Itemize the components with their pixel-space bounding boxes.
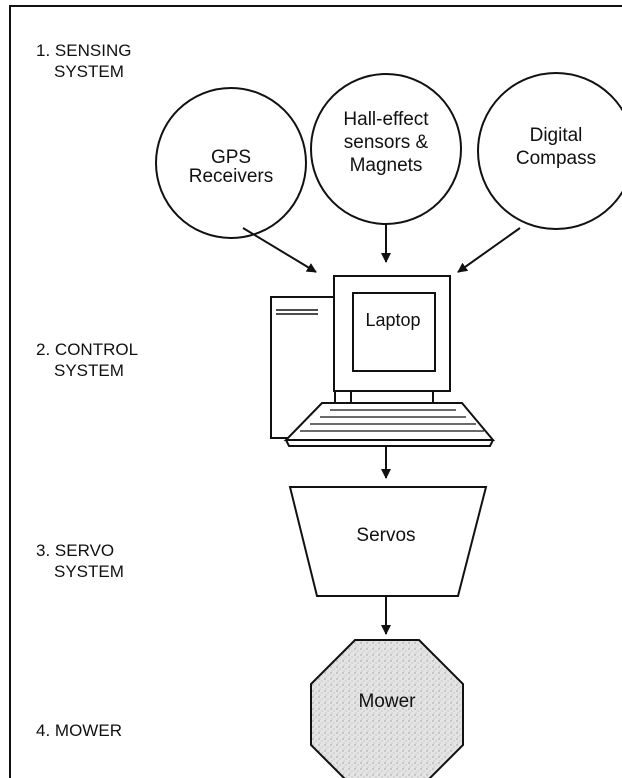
stage-title: CONTROL xyxy=(54,340,139,359)
sensor-label-line: Magnets xyxy=(350,155,423,176)
stage-label-control: 2. CONTROL SYSTEM xyxy=(36,339,138,381)
sensor-digital-compass: Digital Compass xyxy=(477,72,622,230)
mower-block: Mower xyxy=(310,639,464,778)
sensor-gps: GPS Receivers xyxy=(155,87,307,239)
stage-label-mower: 4. MOWER xyxy=(36,720,122,741)
sensor-label-line: Compass xyxy=(516,148,596,169)
keyboard xyxy=(283,402,496,441)
servos-block: Servos xyxy=(288,486,488,597)
stage-label-servo: 3. SERVO SYSTEM xyxy=(36,540,124,582)
monitor-stand xyxy=(350,390,434,404)
sensor-label-line: sensors & xyxy=(344,132,429,153)
stage-title: MOWER xyxy=(54,721,122,740)
laptop-computer: Laptop xyxy=(270,275,496,447)
stage-number: 2. xyxy=(36,340,51,359)
stage-title: SENSING xyxy=(54,41,132,60)
screen xyxy=(352,292,436,372)
sensor-label-line: Receivers xyxy=(189,166,273,187)
stage-title: SERVO xyxy=(54,541,115,560)
arrow-compass-to-laptop xyxy=(457,227,521,273)
sensor-label-line: GPS xyxy=(211,147,251,168)
sensor-label-line: Hall-effect xyxy=(343,109,429,130)
stage-number: 3. xyxy=(36,541,51,560)
mower-label: Mower xyxy=(358,691,416,712)
arrow-gps-to-laptop xyxy=(242,227,317,273)
stage-label-sensing: 1. SENSING SYSTEM xyxy=(36,40,131,82)
servos-label: Servos xyxy=(356,525,415,546)
laptop-label: Laptop xyxy=(365,310,420,330)
stage-number: 1. xyxy=(36,41,51,60)
sensor-hall-effect: Hall-effect sensors & Magnets xyxy=(310,73,462,225)
stage-subtitle: SYSTEM xyxy=(54,562,124,581)
stage-number: 4. xyxy=(36,721,51,740)
stage-subtitle: SYSTEM xyxy=(54,361,124,380)
stage-subtitle: SYSTEM xyxy=(54,62,124,81)
sensor-label-line: Digital xyxy=(530,125,583,146)
outer-border xyxy=(9,5,622,778)
